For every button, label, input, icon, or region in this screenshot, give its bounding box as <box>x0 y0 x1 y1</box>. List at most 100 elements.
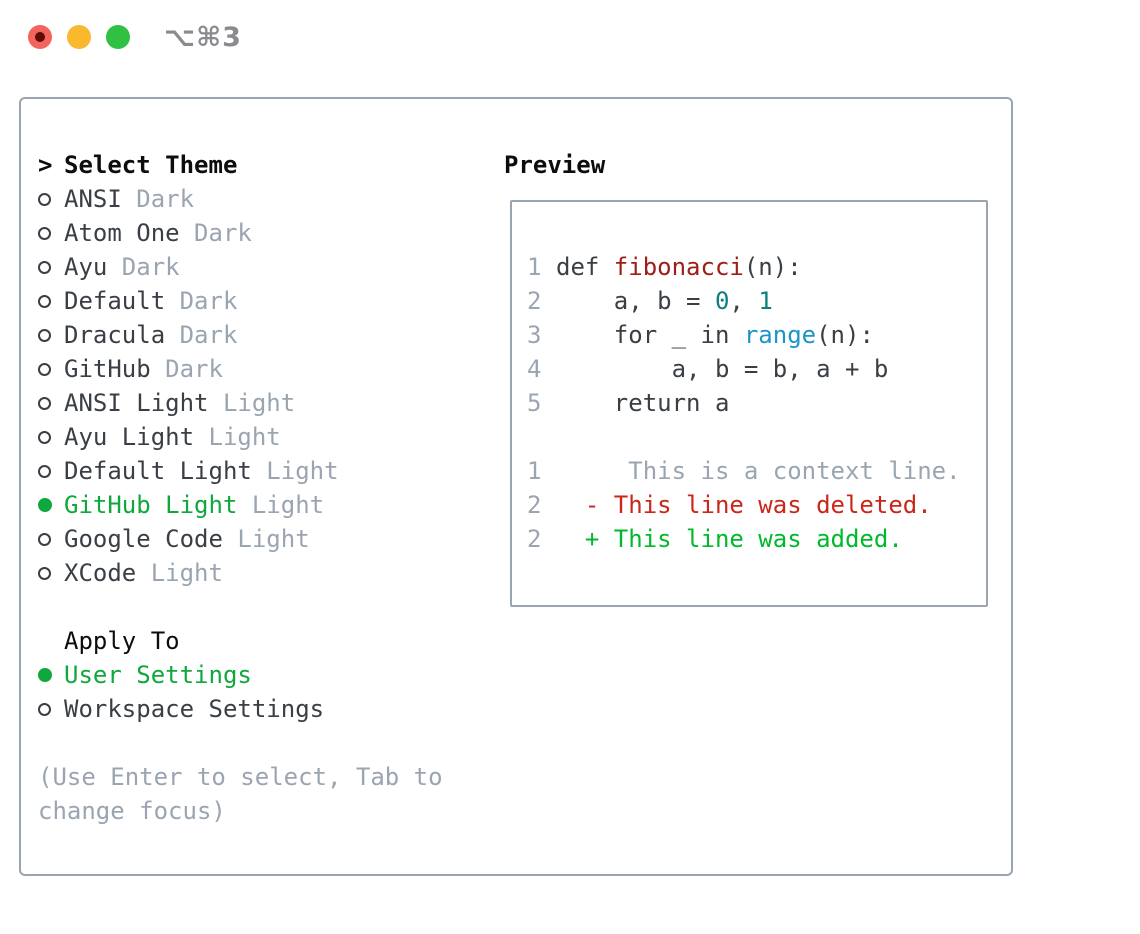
theme-option-default-light-light[interactable]: Default Light Light <box>38 454 443 488</box>
theme-name: Atom One <box>64 219 180 247</box>
spacer <box>38 590 443 624</box>
code-line: 5 return a <box>527 386 986 420</box>
theme-variant-tag: Dark <box>165 321 238 349</box>
theme-variant-tag: Light <box>222 525 310 553</box>
theme-name: Default Light <box>64 457 252 485</box>
line-content: + This line was added. <box>556 525 903 553</box>
theme-option-ayu-dark[interactable]: Ayu Dark <box>38 250 443 284</box>
line-content: a, b = b, a + b <box>556 355 889 383</box>
line-number: 4 <box>527 355 542 383</box>
theme-option-ansi-light-light[interactable]: ANSI Light Light <box>38 386 443 420</box>
theme-variant-tag: Dark <box>165 287 238 315</box>
theme-name: Default <box>64 287 166 315</box>
line-number: 1 <box>527 253 542 281</box>
theme-list-title: Select Theme <box>64 151 238 179</box>
code-line: 3 for _ in range(n): <box>527 318 986 352</box>
radio-icon <box>38 532 51 546</box>
apply-option-user-settings[interactable]: User Settings <box>38 658 443 692</box>
preview-title: Preview <box>504 151 606 179</box>
radio-icon <box>38 566 51 580</box>
line-content: a, b = 0, 1 <box>556 287 773 315</box>
window-titlebar: ⌥⌘3 <box>28 22 242 53</box>
apply-to-title: Apply To <box>64 627 180 655</box>
apply-to-header: Apply To <box>38 624 443 658</box>
theme-option-github-dark[interactable]: GitHub Dark <box>38 352 443 386</box>
theme-option-atom-one-dark[interactable]: Atom One Dark <box>38 216 443 250</box>
radio-icon <box>38 396 51 410</box>
theme-name: ANSI <box>64 185 122 213</box>
radio-icon <box>38 294 51 308</box>
theme-variant-tag: Dark <box>150 355 223 383</box>
line-number: 2 <box>527 287 542 315</box>
apply-option-workspace-settings[interactable]: Workspace Settings <box>38 692 443 726</box>
code-line: 2 a, b = 0, 1 <box>527 284 986 318</box>
theme-variant-tag: Light <box>208 389 296 417</box>
radio-icon <box>38 430 51 444</box>
theme-variant-tag: Light <box>251 457 339 485</box>
theme-option-ansi-dark[interactable]: ANSI Dark <box>38 182 443 216</box>
code-line: 1 This is a context line. <box>527 454 986 488</box>
theme-variant-tag: Dark <box>121 185 195 213</box>
radio-icon <box>38 702 51 716</box>
theme-option-github-light-light[interactable]: GitHub Light Light <box>38 488 443 522</box>
line-content: def fibonacci(n): <box>556 253 802 281</box>
line-number: 2 <box>527 525 542 553</box>
theme-option-ayu-light-light[interactable]: Ayu Light Light <box>38 420 443 454</box>
theme-name: ANSI Light <box>64 389 209 417</box>
radio-icon <box>38 328 51 342</box>
minimize-button[interactable] <box>67 25 91 49</box>
theme-name: Google Code <box>64 525 223 553</box>
theme-variant-tag: Dark <box>179 219 252 247</box>
line-content: for _ in range(n): <box>556 321 874 349</box>
theme-name: Dracula <box>64 321 166 349</box>
radio-icon <box>38 226 51 240</box>
apply-option-label: User Settings <box>64 661 252 689</box>
spacer <box>38 726 443 760</box>
line-content: This is a context line. <box>556 457 961 485</box>
code-line: 2 - This line was deleted. <box>527 488 986 522</box>
hint-line: (Use Enter to select, Tab to <box>38 763 443 791</box>
radio-selected-icon <box>38 498 52 512</box>
window-shortcut-label: ⌥⌘3 <box>164 21 242 53</box>
theme-name: GitHub <box>64 355 151 383</box>
radio-icon <box>38 260 51 274</box>
radio-icon <box>38 464 51 478</box>
theme-option-default-dark[interactable]: Default Dark <box>38 284 443 318</box>
line-number: 1 <box>527 457 542 485</box>
line-content: - This line was deleted. <box>556 491 932 519</box>
close-button[interactable] <box>28 25 52 49</box>
hint-text: (Use Enter to select, Tab to change focus… <box>38 760 443 828</box>
hint-line: change focus) <box>38 797 226 825</box>
line-number: 5 <box>527 389 542 417</box>
theme-variant-tag: Dark <box>107 253 180 281</box>
line-number: 3 <box>527 321 542 349</box>
line-number: 2 <box>527 491 542 519</box>
line-content: return a <box>556 389 730 417</box>
theme-name: Ayu Light <box>64 423 195 451</box>
radio-icon <box>38 362 51 376</box>
theme-variant-tag: Light <box>237 491 325 519</box>
code-line: 4 a, b = b, a + b <box>527 352 986 386</box>
theme-option-xcode-light[interactable]: XCode Light <box>38 556 443 590</box>
theme-variant-tag: Light <box>136 559 223 587</box>
theme-name: XCode <box>64 559 137 587</box>
theme-name: Ayu <box>64 253 108 281</box>
code-line: 2 + This line was added. <box>527 522 986 556</box>
apply-option-label: Workspace Settings <box>64 695 325 723</box>
close-dot-icon <box>35 32 45 42</box>
zoom-button[interactable] <box>106 25 130 49</box>
theme-name: GitHub Light <box>64 491 238 519</box>
code-line: 1 def fibonacci(n): <box>527 250 986 284</box>
theme-option-dracula-dark[interactable]: Dracula Dark <box>38 318 443 352</box>
selection-caret: > <box>38 151 53 179</box>
theme-variant-tag: Light <box>194 423 281 451</box>
radio-selected-icon <box>38 668 52 682</box>
theme-option-google-code-light[interactable]: Google Code Light <box>38 522 443 556</box>
theme-list-header: > Select Theme <box>38 148 443 182</box>
